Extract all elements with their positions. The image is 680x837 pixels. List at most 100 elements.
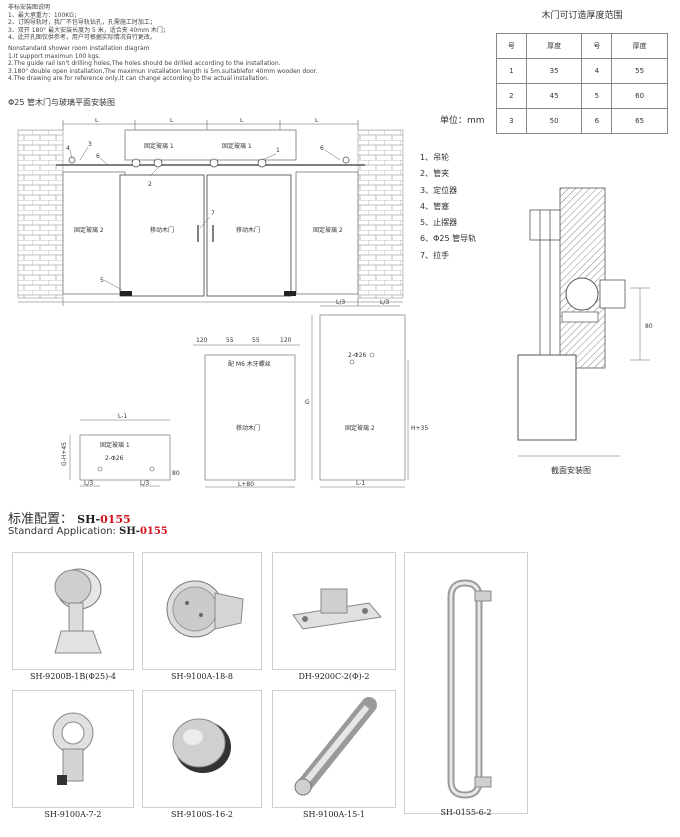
label-sliding-door-left: 移动木门: [150, 226, 174, 234]
standard-label-cn: 标准配置： SH-0155: [8, 508, 131, 527]
product-card[interactable]: [12, 552, 134, 670]
guide-rail-icon: [294, 697, 377, 796]
dim-55-a: 55: [226, 337, 234, 344]
label-door-detail: 移动木门: [236, 424, 260, 432]
table-cell: 60: [611, 83, 668, 109]
product-card[interactable]: [404, 552, 528, 814]
product-code: SH-9100A-18-8: [171, 672, 233, 681]
product-code: SH-9200B-1B(Φ25)-4: [30, 672, 116, 681]
label-fixed-glass-2-left: 固定玻璃 2: [74, 226, 104, 234]
dim-L1-b: L-1: [356, 480, 365, 487]
product-card[interactable]: [12, 690, 134, 808]
note-cn-3: 3、双开 180° 最大安装长度为 5 米，适合夹 40mm 木门；: [8, 26, 169, 34]
sliding-door-right: [206, 174, 292, 297]
standard-en-text: Standard Application:: [8, 526, 116, 537]
fixed-glass-header: [124, 129, 297, 161]
section-bracket: [529, 209, 561, 241]
pipe-clamp-icon: [166, 580, 244, 638]
callout-2: 2: [148, 181, 152, 188]
product-code: SH-9100A-15-1: [303, 810, 365, 819]
dim-L-2: L: [170, 118, 174, 124]
product-card[interactable]: [142, 552, 262, 670]
table-cell: 2: [496, 83, 527, 109]
table-cell: 6: [581, 108, 613, 134]
bolt-note: 配 M6 木牙螺丝: [228, 360, 271, 368]
product-code: SH-9100S-16-2: [171, 810, 233, 819]
label-sliding-door-right: 移动木门: [236, 226, 260, 234]
note-cn-2: 2、订购导轨时，我厂不包导轨钻孔，孔需施工时加工；: [8, 19, 156, 27]
dim-L80: L+80: [238, 481, 254, 488]
legend-item: 2、管夹: [420, 169, 450, 179]
glass-1-detail: [79, 434, 171, 481]
table-row: 1 35 4 55: [496, 58, 668, 84]
label-fixed-glass-1: 固定玻璃 1: [144, 142, 174, 150]
parts-legend: 1、吊轮 2、管夹 3、定位器 4、管塞 5、止摆器 6、Φ25 管导轨 7、拉…: [420, 150, 476, 264]
code-prefix: SH-: [119, 526, 140, 537]
standard-label-en: Standard Application: SH-0155: [8, 526, 168, 537]
standard-code-cn: SH-0155: [77, 513, 131, 526]
product-code: SH-0155-6-2: [440, 808, 492, 817]
callout-7: 7: [211, 210, 215, 217]
standard-code-en: SH-0155: [119, 526, 168, 537]
section-pipe: [565, 277, 599, 311]
label-glass-2-detail: 固定玻璃 2: [345, 424, 375, 432]
product-card[interactable]: [272, 552, 396, 670]
dim-L-3: L: [240, 118, 244, 124]
dim-L-4: L: [315, 118, 319, 124]
note-cn-1: 1、最大承重力：100KG；: [8, 11, 80, 19]
end-cap-icon: [172, 718, 231, 773]
table-header-cell: 号: [581, 33, 613, 59]
callout-3: 3: [88, 141, 92, 148]
section-title: 截面安装图: [551, 465, 591, 475]
dim-L3-a: L/3: [84, 480, 93, 487]
installation-notes: 非标安装图说明 1、最大承重力：100KG； 2、订购导轨时，我厂不包导轨钻孔，…: [8, 4, 338, 83]
dim-120: 120: [196, 337, 208, 344]
callout-1: 1: [276, 147, 280, 154]
table-cell: 55: [611, 58, 668, 84]
table-header-cell: 号: [496, 33, 527, 59]
legend-item: 1、吊轮: [420, 153, 450, 162]
product-card[interactable]: [272, 690, 396, 808]
fixed-glass-panel-left: [62, 171, 126, 295]
standard-cn-text: 标准配置：: [8, 512, 74, 527]
callout-6b: 6: [320, 145, 324, 152]
table-row: 3 50 6 65: [496, 108, 668, 134]
notes-en-title: Nonstandard shower room installation dia…: [8, 44, 150, 52]
legend-item: 5、止摆器: [420, 218, 458, 228]
dim-L3-c: L/3: [336, 299, 345, 306]
note-en-2: 2.The guide rail isn't drilling holes,Th…: [8, 60, 281, 68]
label-fixed-glass-2-right: 固定玻璃 2: [313, 226, 343, 234]
dim-120-b: 120: [280, 337, 292, 344]
table-row: 2 45 5 60: [496, 83, 668, 109]
table-cell: 1: [496, 58, 527, 84]
dim-L1-a: L-1: [118, 413, 127, 420]
product-card[interactable]: [142, 690, 262, 808]
label-phi26-a: 2-Φ26: [105, 455, 124, 462]
legend-item: 7、拉手: [420, 250, 450, 260]
note-cn-4: 4、此开孔图仅供参考，用户可根据实际情况自行更改。: [8, 34, 156, 42]
door-handle-icon: [447, 579, 492, 799]
sliding-door-left: [119, 174, 205, 297]
legend-item: 4、管塞: [420, 201, 450, 211]
code-prefix: SH-: [77, 513, 101, 526]
wooden-door-detail: [204, 354, 296, 481]
notes-title: 非标安装图说明: [8, 4, 51, 11]
table-cell: 45: [525, 83, 583, 109]
pipe-bracket-icon: [52, 712, 94, 785]
brick-wall-right: [357, 129, 404, 299]
product-code: DH-9200C-2(Φ)-2: [298, 672, 370, 681]
table-header-cell: 厚度: [611, 33, 668, 59]
table-cell: 3: [496, 108, 527, 134]
callout-5: 5: [100, 277, 104, 284]
table-cell: 65: [611, 108, 668, 134]
table-cell: 4: [581, 58, 613, 84]
dim-L3-d: L/3: [380, 299, 389, 306]
table-cell: 50: [525, 108, 583, 134]
brick-wall-left: [17, 129, 64, 299]
dim-H35: H+35: [411, 425, 428, 432]
glass-2-detail: [319, 314, 406, 481]
code-suffix: 0155: [139, 526, 168, 537]
dim-G: G: [305, 399, 310, 406]
table-cell: 35: [525, 58, 583, 84]
door-stop-left: [120, 291, 132, 296]
